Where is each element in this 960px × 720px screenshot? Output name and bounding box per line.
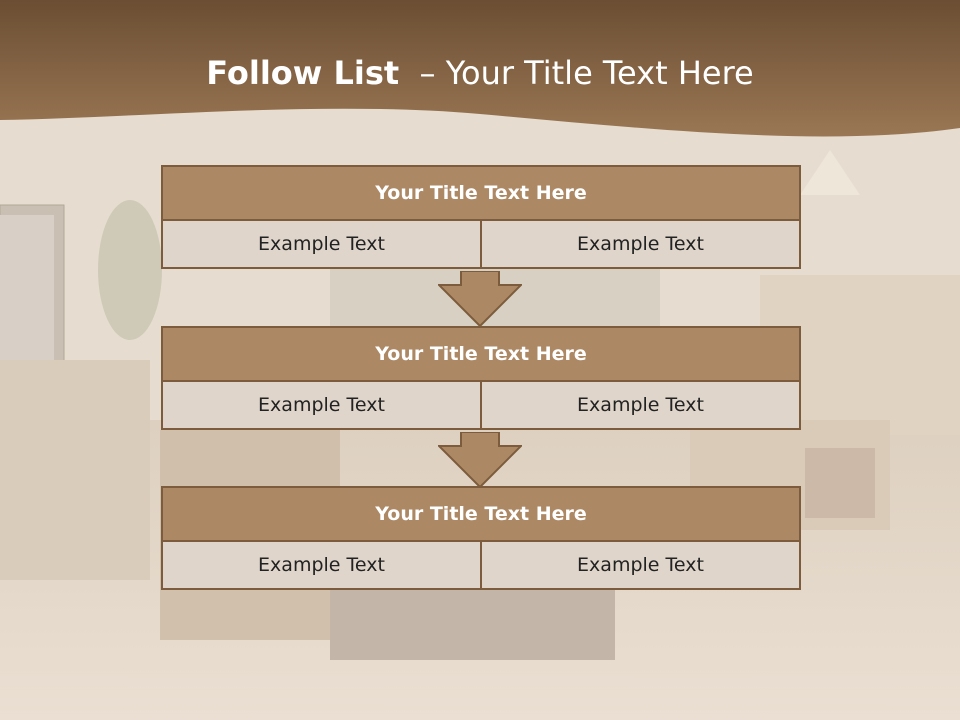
block-row: Example Text Example Text <box>161 382 801 430</box>
block-title: Your Title Text Here <box>161 165 801 221</box>
block-cell-left: Example Text <box>161 382 482 430</box>
title-bold: Follow List <box>206 54 400 92</box>
list-block-2: Your Title Text Here Example Text Exampl… <box>161 326 801 430</box>
block-cell-right: Example Text <box>482 221 801 269</box>
slide-title: Follow List – Your Title Text Here <box>0 54 960 92</box>
block-cell-right: Example Text <box>482 542 801 590</box>
title-dash: – <box>409 54 436 92</box>
block-title: Your Title Text Here <box>161 326 801 382</box>
block-cell-left: Example Text <box>161 542 482 590</box>
block-cell-right: Example Text <box>482 382 801 430</box>
list-block-3: Your Title Text Here Example Text Exampl… <box>161 486 801 590</box>
list-block-1: Your Title Text Here Example Text Exampl… <box>161 165 801 269</box>
block-title: Your Title Text Here <box>161 486 801 542</box>
block-cell-left: Example Text <box>161 221 482 269</box>
block-row: Example Text Example Text <box>161 221 801 269</box>
title-rest: Your Title Text Here <box>445 54 754 92</box>
down-arrow-icon <box>438 432 522 488</box>
block-row: Example Text Example Text <box>161 542 801 590</box>
down-arrow-icon <box>438 271 522 327</box>
